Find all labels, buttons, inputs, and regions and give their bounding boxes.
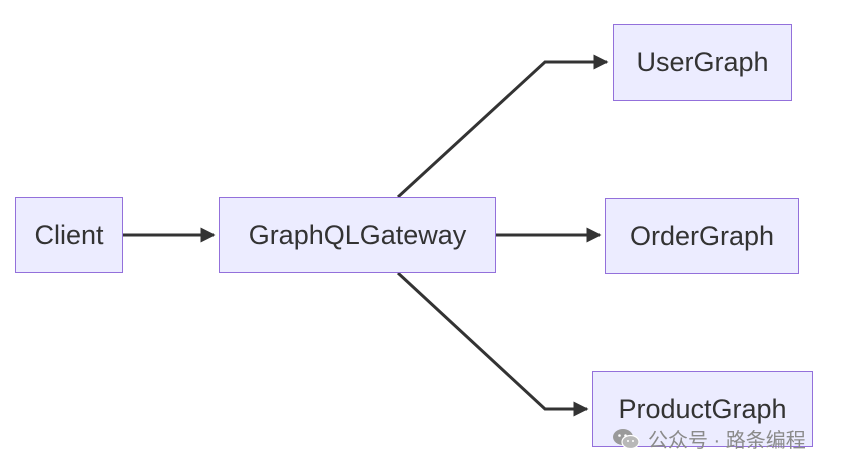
watermark-text: 公众号 · 路条编程 bbox=[648, 430, 806, 452]
edge-gateway-to-product bbox=[396, 271, 589, 417]
watermark: 公众号 · 路条编程 bbox=[612, 424, 806, 453]
node-order-graph: OrderGraph bbox=[605, 198, 799, 274]
node-graphql-gateway-label: GraphQLGateway bbox=[248, 219, 467, 250]
wechat-icon bbox=[613, 428, 640, 449]
node-client: Client bbox=[15, 197, 123, 273]
node-product-graph: ProductGraph bbox=[592, 371, 813, 447]
node-client-label: Client bbox=[34, 219, 104, 250]
node-user-graph-label: UserGraph bbox=[636, 47, 769, 77]
node-user-graph: UserGraph bbox=[613, 24, 792, 101]
node-product-graph-label: ProductGraph bbox=[618, 393, 787, 424]
node-graphql-gateway: GraphQLGateway bbox=[219, 197, 496, 273]
node-order-graph-label: OrderGraph bbox=[629, 220, 775, 251]
edge-gateway-to-user bbox=[396, 54, 609, 199]
